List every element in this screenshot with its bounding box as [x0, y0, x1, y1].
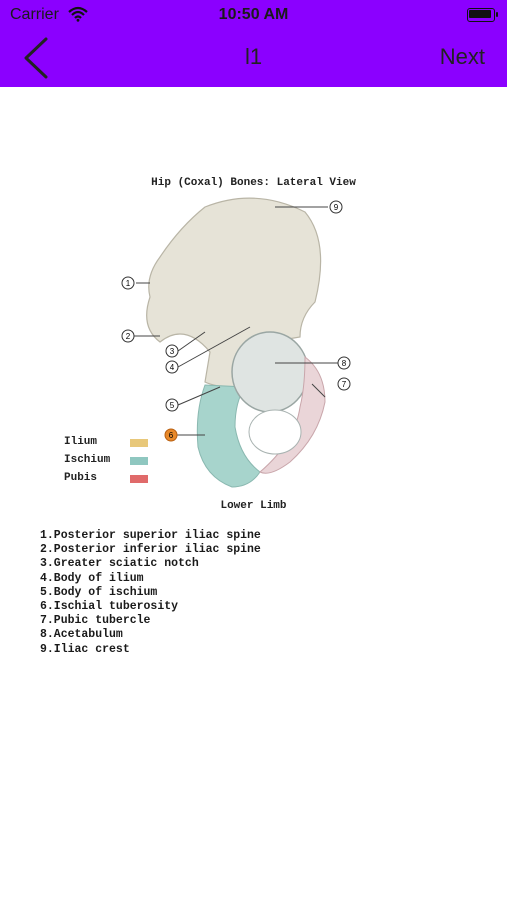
- list-item: 1.Posterior superior iliac spine: [40, 529, 261, 542]
- list-item: 5.Body of ischium: [40, 585, 158, 599]
- callout-layer: 1 2 3 4 5 6 7 8 9: [121, 200, 351, 442]
- nav-bar: [0, 0, 507, 87]
- next-button[interactable]: Next: [439, 44, 485, 69]
- callout-7: 7: [337, 377, 351, 391]
- callout-4: 4: [165, 360, 179, 374]
- figure-caption: Lower Limb: [220, 500, 287, 512]
- svg-text:8: 8: [342, 359, 347, 368]
- obturator-foramen: [248, 409, 302, 455]
- legend-swatch: [130, 475, 148, 483]
- svg-text:4: 4: [170, 363, 175, 372]
- callout-3: 3: [165, 344, 179, 358]
- hip-bone-illustration: [134, 197, 338, 488]
- nav-title: l1: [244, 44, 263, 69]
- svg-text:3: 3: [170, 347, 175, 356]
- chevron-left-icon: [24, 37, 48, 79]
- list-item: 7.Pubic tubercle: [40, 614, 151, 628]
- list-item: 3.Greater sciatic notch: [40, 557, 199, 571]
- callout-9: 9: [329, 200, 343, 214]
- list-item: 4.Body of ilium: [40, 571, 144, 585]
- legend-swatch: [130, 439, 148, 447]
- svg-text:7: 7: [342, 380, 347, 389]
- svg-text:2: 2: [126, 332, 131, 341]
- svg-text:5: 5: [170, 401, 175, 410]
- structure-list: 1.Posterior superior iliac spine 2.Poste…: [40, 529, 261, 657]
- legend-label: Pubis: [64, 472, 98, 484]
- svg-text:6: 6: [169, 431, 174, 440]
- legend-label: Ischium: [64, 454, 111, 466]
- back-button[interactable]: [18, 36, 58, 80]
- list-item: 2.Posterior inferior iliac spine: [40, 543, 261, 557]
- carrier-label: Carrier: [10, 6, 59, 23]
- svg-text:9: 9: [334, 203, 339, 212]
- legend-swatch: [130, 457, 148, 465]
- figure-panel: Hip (Coxal) Bones: Lateral View 1 2: [0, 87, 507, 900]
- list-item: 8.Acetabulum: [40, 628, 123, 642]
- wifi-icon: [68, 6, 88, 27]
- callout-6: 6: [164, 428, 178, 442]
- status-bar: Carrier 10:50 AM: [0, 0, 507, 30]
- list-item: 9.Iliac crest: [40, 642, 130, 656]
- figure-title: Hip (Coxal) Bones: Lateral View: [151, 177, 356, 189]
- status-time: 10:50 AM: [218, 6, 289, 23]
- list-item: 6.Ischial tuberosity: [40, 600, 179, 614]
- callout-2: 2: [121, 329, 135, 343]
- legend-label: Ilium: [64, 436, 98, 448]
- ischium-shape: [196, 384, 261, 488]
- callout-8: 8: [337, 356, 351, 370]
- pubis-shape: [259, 355, 326, 474]
- callout-5: 5: [165, 398, 179, 412]
- battery-icon: [467, 8, 498, 22]
- svg-text:1: 1: [126, 279, 131, 288]
- callout-1: 1: [121, 276, 135, 290]
